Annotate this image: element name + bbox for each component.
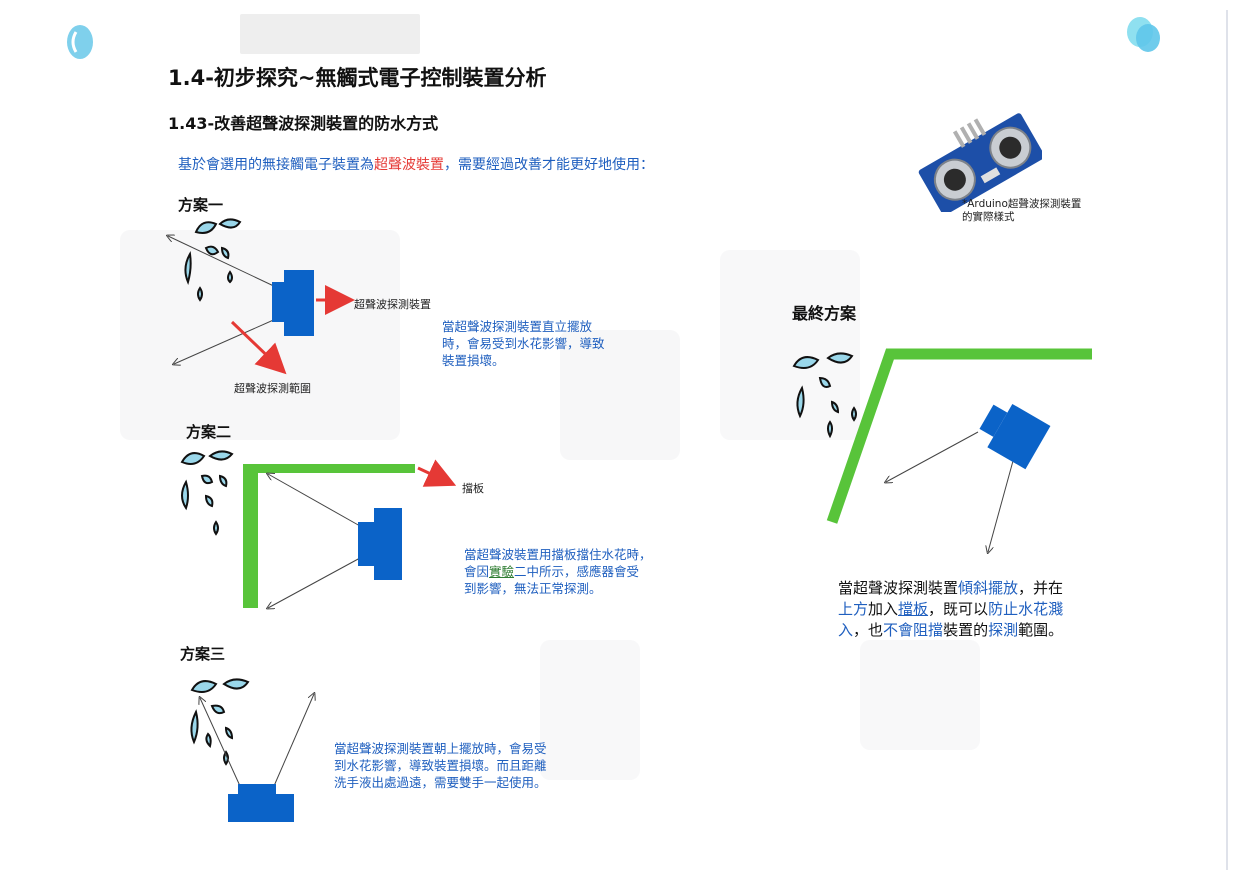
plan2-description: 當超聲波裝置用擋板擋住水花時， 會因實驗二中所示，感應器會受 到影響，無法正常探… — [464, 546, 652, 597]
final-l2-a: 上方 — [838, 600, 869, 618]
final-l2-c: 擋板 — [898, 600, 929, 618]
water-drops-icon — [184, 218, 242, 302]
final-l3-g: 範圍。 — [1018, 621, 1064, 639]
final-l3-f: 探測 — [988, 621, 1019, 639]
plan3-desc-line3: 洗手液出處過遠，需要雙手一起使用。 — [334, 775, 547, 790]
final-l1-b: 傾斜擺放 — [958, 579, 1019, 597]
final-description: 當超聲波探測裝置傾斜擺放，并在 上方加入擋板，既可以防止水花濺 入，也不會阻擋裝… — [838, 578, 1063, 641]
background-watermark — [120, 230, 400, 440]
final-l2-b: 加入 — [868, 600, 899, 618]
plan2-sensor-face — [358, 522, 374, 566]
plan2-board-side — [243, 464, 258, 608]
final-desc-line2: 上方加入擋板，既可以防止水花濺 — [838, 599, 1063, 620]
intro-text: 基於會選用的無接觸電子裝置為超聲波裝置，需要經過改善才能更好地使用： — [178, 154, 654, 174]
plan2-desc-line1: 當超聲波裝置用擋板擋住水花時， — [464, 547, 652, 562]
background-watermark — [860, 640, 980, 750]
plan1-desc-line1: 當超聲波探測裝置直立擺放 — [442, 319, 593, 334]
water-drops-icon — [180, 450, 234, 536]
plan2-diagram — [243, 459, 457, 610]
plan2-board-top — [243, 464, 415, 473]
plan1-description: 當超聲波探測裝置直立擺放 時，會易受到水花影響，導致 裝置損壞。 — [442, 318, 605, 369]
final-heading: 最終方案 — [792, 304, 857, 323]
intro-suffix: ，需要經過改善才能更好地使用： — [444, 157, 654, 173]
plan1-desc-line2: 時，會易受到水花影響，導致 — [442, 336, 605, 351]
photo-caption-line2: 的實際樣式 — [962, 211, 1015, 223]
final-l1-c: ，并在 — [1018, 579, 1064, 597]
final-sensor-body — [987, 403, 1051, 470]
page-edge-line — [1226, 10, 1228, 870]
intro-prefix: 基於會選用的無接觸電子裝置為 — [178, 157, 374, 173]
header-scan-strip — [240, 14, 420, 54]
final-l2-e: 防止水花濺 — [988, 600, 1064, 618]
background-watermark — [540, 640, 640, 780]
logo-drop-icon — [1127, 17, 1160, 52]
plan1-device-label: 超聲波探測裝置 — [354, 298, 431, 311]
plan3-heading: 方案三 — [180, 645, 226, 663]
plan3-diagram — [196, 690, 326, 822]
plan3-description: 當超聲波探測裝置朝上擺放時，會易受 到水花影響，導致裝置損壞。而且距離 洗手液出… — [334, 740, 547, 791]
plan1-sensor-face — [272, 282, 284, 322]
final-desc-line3: 入，也不會阻擋裝置的探測範圍。 — [838, 620, 1063, 641]
final-l3-c: 不會 — [883, 621, 914, 639]
plan3-desc-line2: 到水花影響，導致裝置損壞。而且距離 — [334, 758, 547, 773]
plan1-sensor-body — [284, 270, 314, 336]
water-drops-icon — [190, 678, 250, 766]
plan2-desc-line2: 會因實驗二中所示，感應器會受 — [464, 563, 652, 580]
final-board — [826, 348, 1092, 524]
logo-drop-icon — [67, 25, 93, 59]
page-title: 1.4-初步探究~無觸式電子控制裝置分析 — [168, 66, 547, 90]
intro-highlight: 超聲波裝置 — [374, 157, 444, 173]
final-l1-a: 當超聲波探測裝置 — [838, 579, 959, 597]
plan2-board-label: 擋板 — [462, 482, 484, 495]
plan3-sensor-face — [238, 784, 276, 796]
plan2-desc-line3: 到影響，無法正常探測。 — [464, 581, 602, 596]
final-l3-a: 入 — [838, 621, 854, 639]
plan2-desc-line2-b: 二中所示，感應器會受 — [514, 564, 640, 579]
plan1-diagram — [160, 228, 355, 375]
final-l3-d: 阻擋 — [913, 621, 944, 639]
final-sensor-face — [979, 404, 1008, 437]
background-watermark — [560, 330, 680, 460]
ultrasonic-sensor-icon — [918, 113, 1042, 212]
plan2-sensor-body — [374, 508, 402, 580]
final-diagram — [826, 348, 1092, 560]
final-desc-line1: 當超聲波探測裝置傾斜擺放，并在 — [838, 578, 1063, 599]
section-subtitle: 1.43-改善超聲波探測裝置的防水方式 — [168, 114, 439, 133]
plan2-desc-line2-a: 會因 — [464, 564, 490, 579]
plan2-desc-experiment-link: 實驗 — [489, 564, 515, 579]
plan3-desc-line1: 當超聲波探測裝置朝上擺放時，會易受 — [334, 741, 547, 756]
water-drops-icon — [792, 352, 857, 439]
plan1-heading: 方案一 — [178, 196, 224, 214]
photo-caption: *Arduino超聲波探測裝置 的實際樣式 — [962, 198, 1081, 224]
plan1-desc-line3: 裝置損壞。 — [442, 353, 505, 368]
plan3-sensor-body — [228, 794, 294, 822]
plan2-heading: 方案二 — [186, 423, 232, 441]
final-l2-d: ，既可以 — [928, 600, 989, 618]
photo-caption-line1: *Arduino超聲波探測裝置 — [962, 198, 1082, 210]
plan1-range-label: 超聲波探測範圍 — [234, 382, 311, 395]
final-l3-e: 裝置的 — [943, 621, 989, 639]
final-l3-b: ，也 — [853, 621, 884, 639]
